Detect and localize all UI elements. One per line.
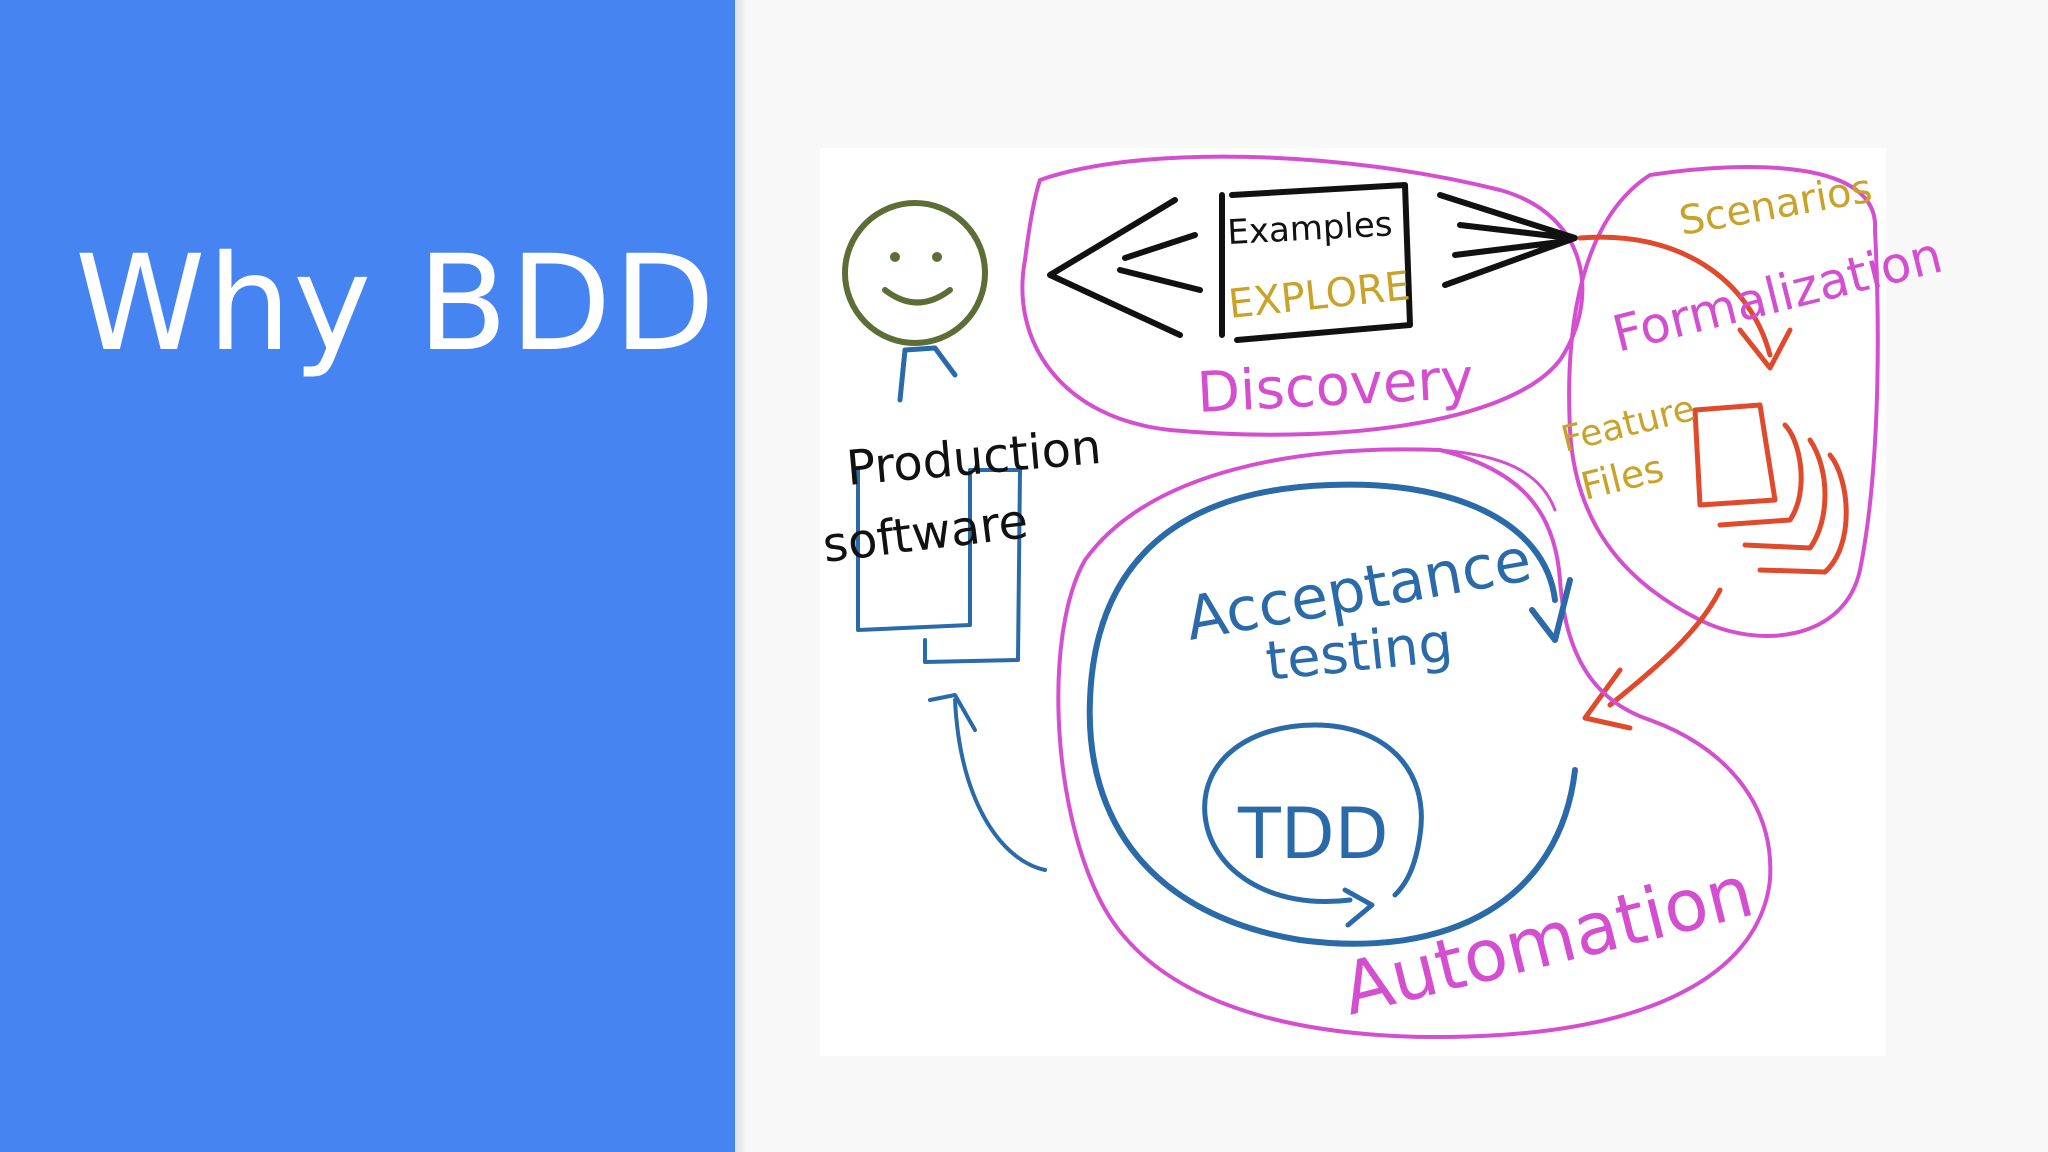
right-arrowhead-shape — [1437, 192, 1578, 288]
label-scenarios: Scenarios — [1676, 166, 1876, 245]
discovery-loop — [1020, 154, 1585, 437]
automation-loop — [1056, 447, 1773, 1039]
label-software: software — [820, 493, 1031, 574]
tdd-arrowhead — [1342, 887, 1375, 928]
person-body-stroke — [897, 345, 958, 403]
smiley-eye-right — [932, 252, 942, 262]
sketch-background — [820, 148, 1886, 1056]
title-panel — [0, 0, 735, 1152]
label-files: Files — [1577, 446, 1669, 509]
slide-title: Why BDD — [75, 227, 718, 381]
formalization-to-automation-arrow — [1582, 587, 1723, 731]
smiley-face — [842, 200, 988, 346]
left-chevron-shape — [1047, 197, 1203, 338]
label-discovery: Discovery — [1195, 347, 1475, 426]
label-explore: EXPLORE — [1226, 263, 1412, 328]
return-arrow — [928, 693, 1047, 872]
smiley-eye-left — [890, 252, 900, 262]
label-production: Production — [844, 419, 1103, 497]
feature-files-stack — [1692, 402, 1849, 575]
acceptance-loop — [1086, 481, 1578, 947]
acceptance-arrowhead — [1529, 577, 1573, 643]
formalization-loop — [1567, 165, 1880, 638]
examples-box — [1219, 182, 1413, 343]
automation-loop-tail — [1438, 448, 1557, 512]
label-feature: Feature — [1557, 388, 1699, 461]
software-document — [856, 468, 1022, 664]
tdd-loop — [1202, 722, 1424, 904]
label-tdd: TDD — [1237, 793, 1389, 875]
panel-divider — [735, 0, 747, 1152]
discovery-to-formalization-arrow — [1577, 234, 1793, 371]
smiley-mouth — [882, 287, 953, 306]
label-automation: Automation — [1334, 849, 1761, 1032]
label-examples: Examples — [1226, 204, 1393, 253]
